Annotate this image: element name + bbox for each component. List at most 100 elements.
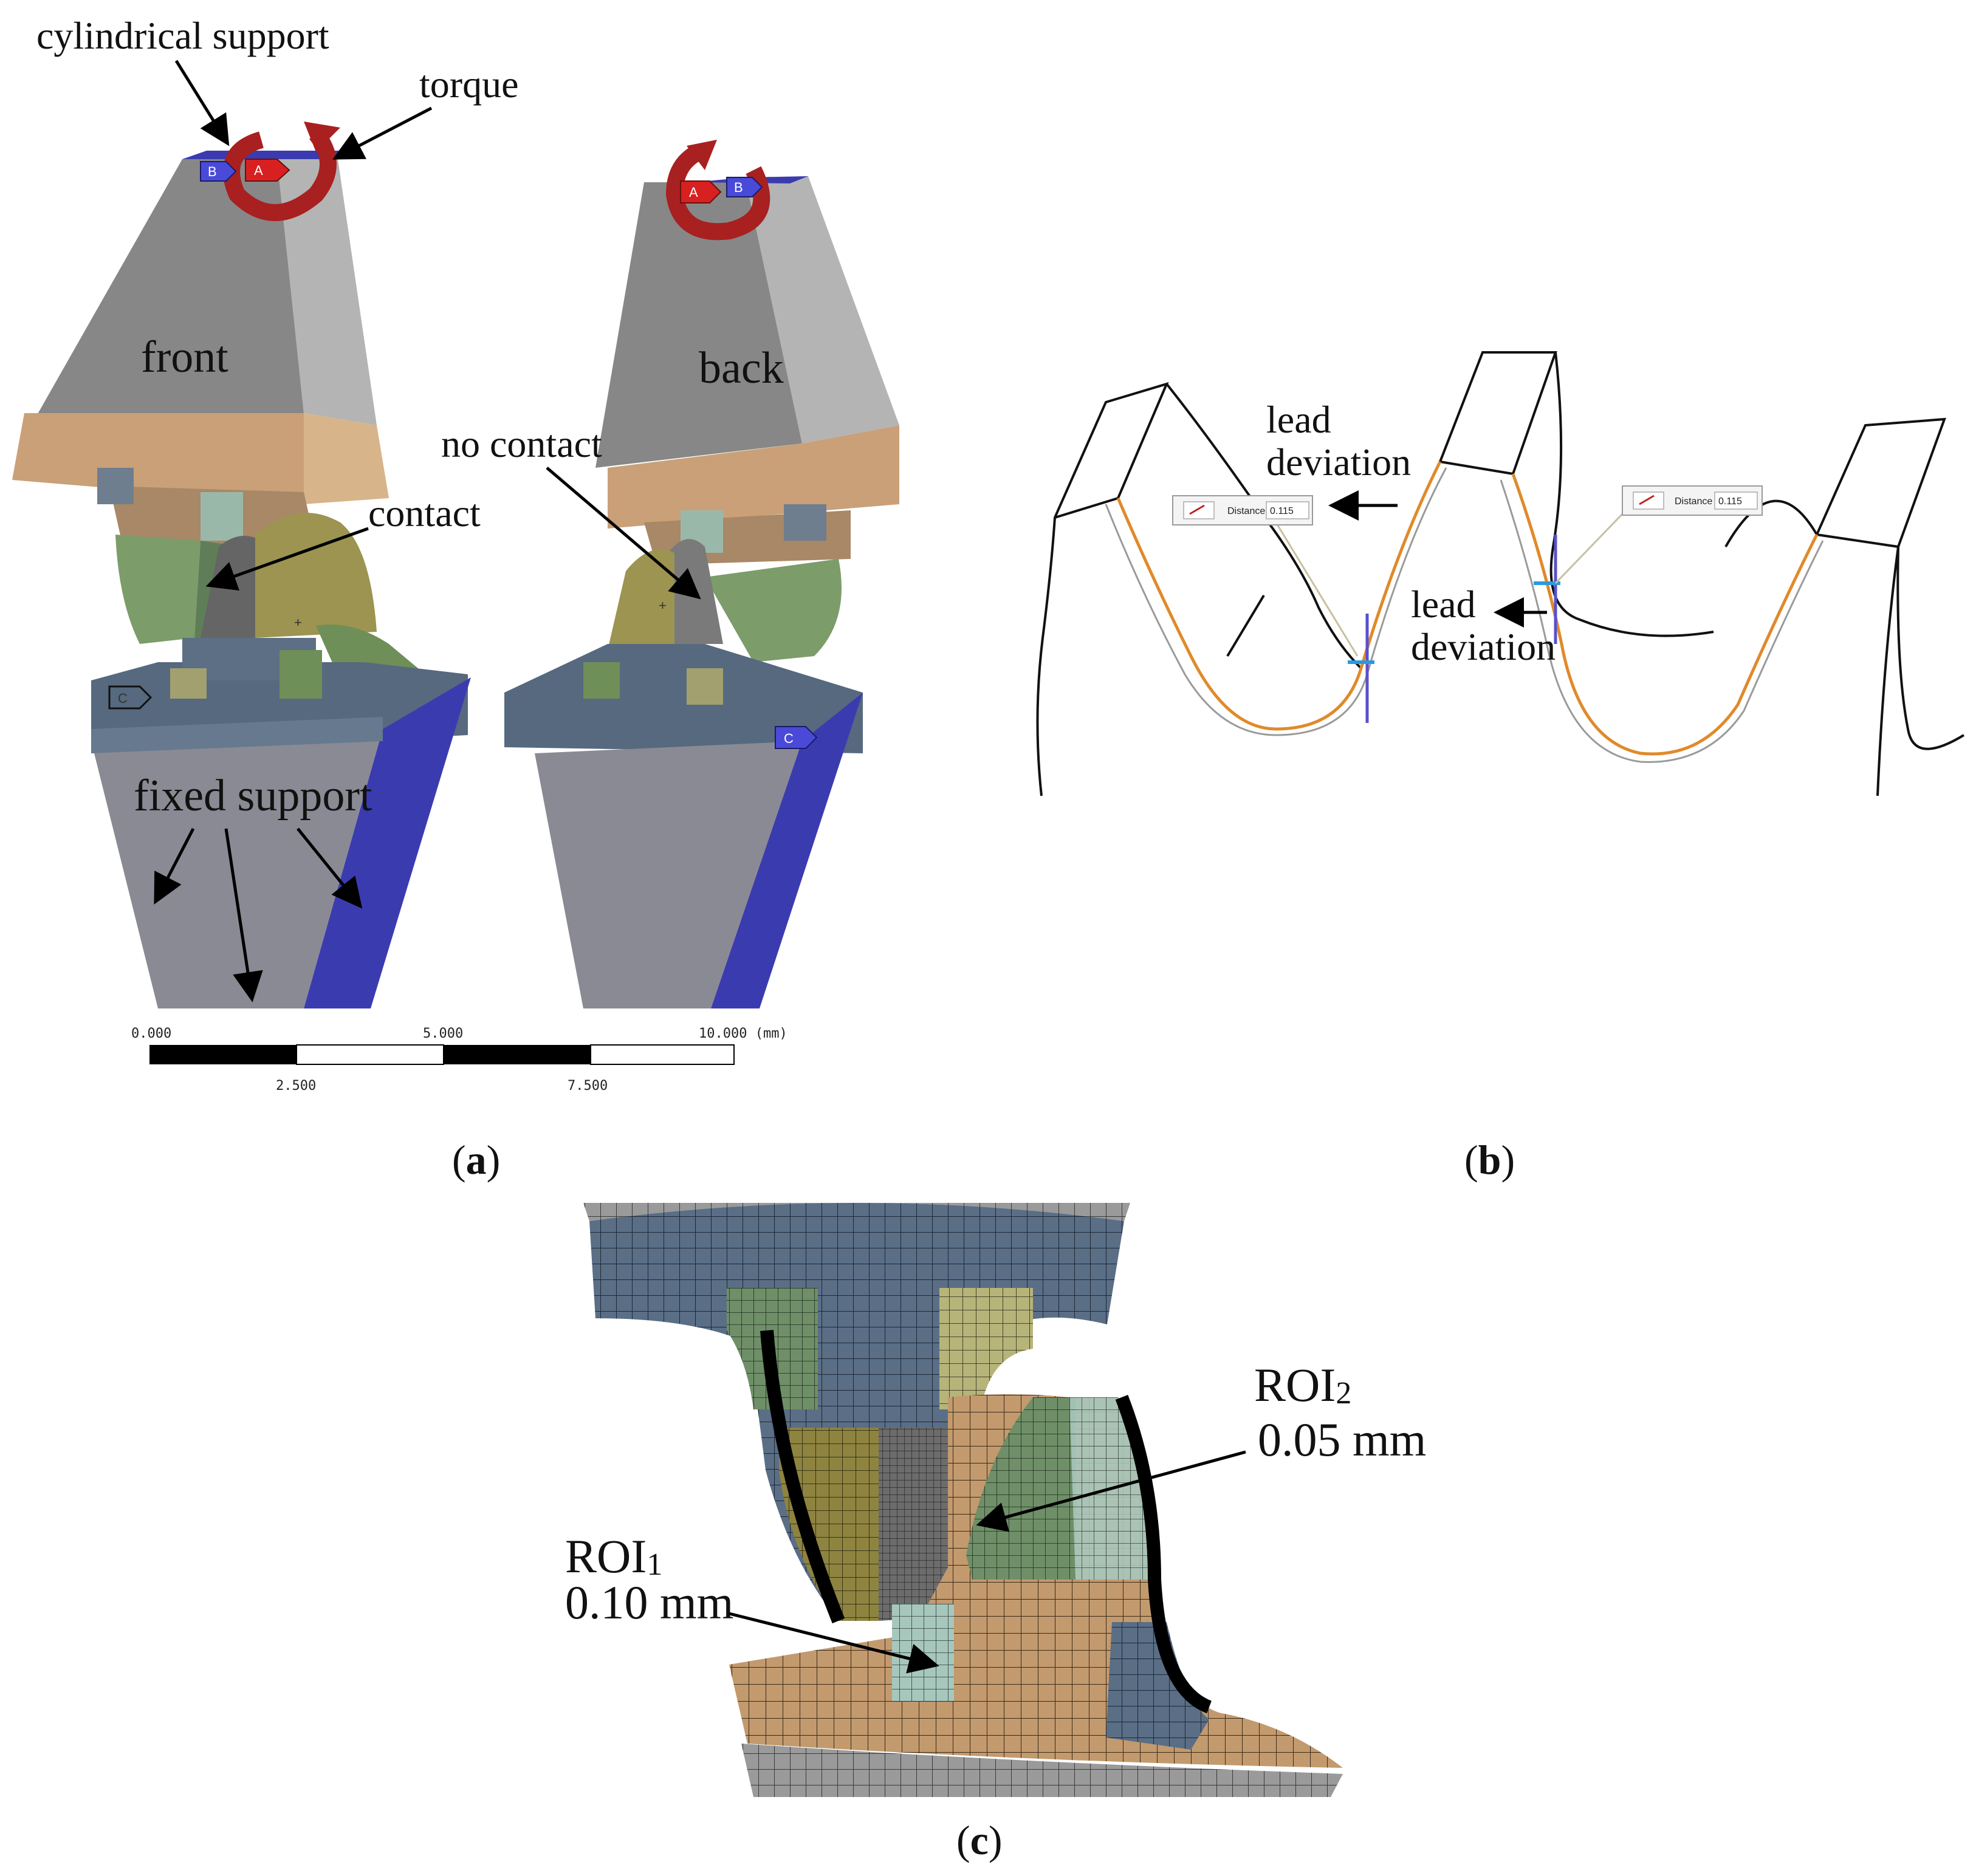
- label-torque: torque: [419, 63, 519, 106]
- torque-arrow-front: [223, 122, 340, 221]
- scale-bar: 0.000 5.000 10.000 (mm) 2.500 7.500: [131, 1026, 787, 1094]
- front-pinion-pocket-mid: [201, 492, 243, 541]
- distance-widget-right[interactable]: Distance 0.115: [1622, 485, 1763, 516]
- front-pinion-side: [277, 159, 377, 425]
- mesh-tooth-edge-right: [1115, 1395, 1212, 1714]
- tag-b-front: B: [200, 161, 237, 182]
- back-mark-cross: +: [659, 598, 667, 613]
- front-gear-pocket-right: [280, 650, 322, 699]
- scale-tick-5: 5.000: [423, 1026, 463, 1041]
- label-roi1: ROI1: [565, 1530, 662, 1583]
- back-gear-body: [535, 741, 802, 1008]
- arrow-cylindrical-support: [174, 60, 230, 146]
- front-pinion-top: [182, 151, 340, 159]
- front-gear-fixed-face: [304, 677, 471, 1008]
- back-pinion-tooth-green: [705, 559, 842, 662]
- label-roi1-size: 0.10 mm: [565, 1576, 733, 1629]
- front-gear-pocket-left: [170, 668, 207, 699]
- panel-c: ROI2 0.05 mm ROI1 0.10 mm (c): [565, 1203, 1426, 1863]
- svg-text:B: B: [734, 180, 743, 195]
- arrow-contact: [205, 527, 369, 591]
- front-pinion-rim-side: [304, 413, 389, 504]
- scale-tick-2-5: 2.500: [276, 1078, 316, 1094]
- mesh-gear-top-rim-gray: [583, 1203, 1130, 1221]
- tag-b-back: B: [726, 177, 763, 197]
- distance-value-left: 0.115: [1270, 506, 1294, 516]
- label-contact: contact: [368, 491, 481, 535]
- front-pinion-tooth-green: [115, 535, 201, 644]
- tag-c-front: C: [108, 685, 153, 710]
- svg-text:C: C: [784, 731, 794, 746]
- distance-widget-left[interactable]: Distance 0.115: [1172, 495, 1313, 525]
- tooth-outline-3: [1816, 417, 1946, 549]
- scale-seg-1: [149, 1045, 297, 1064]
- scale-seg-4: [590, 1044, 735, 1065]
- scale-tick-10: 10.000 (mm): [699, 1026, 787, 1041]
- arrow-torque: [332, 106, 433, 160]
- scale-seg-3: [444, 1045, 591, 1064]
- panel-a: + +: [12, 14, 899, 1183]
- tooth-outline-1: [1036, 382, 1169, 796]
- arrow-roi1: [729, 1612, 939, 1674]
- front-pinion-rim: [12, 413, 304, 504]
- mesh-gear-bottom-rim-gray: [741, 1744, 1343, 1797]
- tooth-outline-3c: [1876, 546, 1899, 796]
- caption-a: (a): [452, 1137, 500, 1183]
- label-lead-2: lead: [1411, 583, 1476, 626]
- arrow-no-contact: [546, 467, 701, 600]
- distance-value-right: 0.115: [1718, 496, 1742, 507]
- distance-label-right: Distance: [1675, 496, 1712, 507]
- arrow-fixed-support-1: [154, 827, 195, 905]
- front-pinion-face: [24, 159, 304, 437]
- back-contact-tooth-yellow: [608, 549, 674, 650]
- arrow-fixed-support-3: [297, 827, 363, 909]
- back-pinion-rim: [608, 425, 899, 529]
- back-pinion-side: [746, 176, 899, 443]
- back-pinion-pocket-right: [784, 504, 826, 541]
- caption-b: (b): [1464, 1137, 1515, 1183]
- label-deviation-1: deviation: [1266, 440, 1411, 484]
- scale-seg-2: [296, 1044, 444, 1065]
- flank-profile-left-ref: [1105, 467, 1447, 736]
- scale-tick-0: 0.000: [131, 1026, 171, 1041]
- front-gear-body: [91, 729, 383, 1008]
- caption-c: (c): [956, 1817, 1003, 1863]
- front-pinion-pocket-left: [97, 468, 134, 504]
- torque-arrow-back: [665, 140, 770, 241]
- back-gear-model: +: [504, 176, 899, 1008]
- front-mark-cross: +: [294, 615, 302, 630]
- mesh-roi-blue-bottom: [1106, 1622, 1209, 1750]
- deviation-marker-left: [1348, 614, 1374, 723]
- mesh-tooth-yellow: [779, 1428, 879, 1621]
- back-pinion-face: [595, 182, 802, 468]
- tooth-outline-2: [1439, 351, 1557, 476]
- mesh-tooth-edge-left: [760, 1330, 845, 1624]
- svg-text:A: A: [254, 163, 263, 178]
- mesh-roi-lightgreen-bottom: [892, 1604, 954, 1701]
- tooth-outline-3b: [1896, 546, 1965, 750]
- label-roi2-size: 0.05 mm: [1258, 1413, 1426, 1466]
- label-deviation-2: deviation: [1411, 625, 1556, 668]
- tag-a-front: A: [245, 159, 290, 182]
- front-gear-model: +: [12, 151, 471, 1008]
- svg-text:A: A: [689, 185, 698, 200]
- back-gear-fixed-face: [711, 693, 863, 1008]
- svg-text:C: C: [118, 691, 128, 706]
- scale-tick-7-5: 7.500: [568, 1078, 608, 1094]
- svg-text:B: B: [208, 164, 217, 179]
- back-gear-pocket-right: [687, 668, 723, 705]
- tag-c-back: C: [775, 726, 818, 749]
- label-no-contact: no contact: [441, 422, 602, 465]
- panel-b: Distance 0.115 Distance 0.115 lead devia…: [1036, 351, 1965, 1183]
- back-gear-pocket-left: [583, 662, 620, 699]
- label-back: back: [699, 343, 784, 393]
- label-roi2: ROI2: [1254, 1358, 1351, 1411]
- tooth-outline-1c: [1226, 594, 1265, 657]
- arrow-fixed-support-2: [224, 828, 263, 1002]
- arrow-roi2: [976, 1450, 1246, 1532]
- front-contact-tooth-yellow: [255, 513, 377, 638]
- mesh-tooth-green-upper: [966, 1397, 1075, 1580]
- mesh-roi-khaki-top: [939, 1288, 1033, 1409]
- tooth-outline-3d: [1724, 499, 1818, 547]
